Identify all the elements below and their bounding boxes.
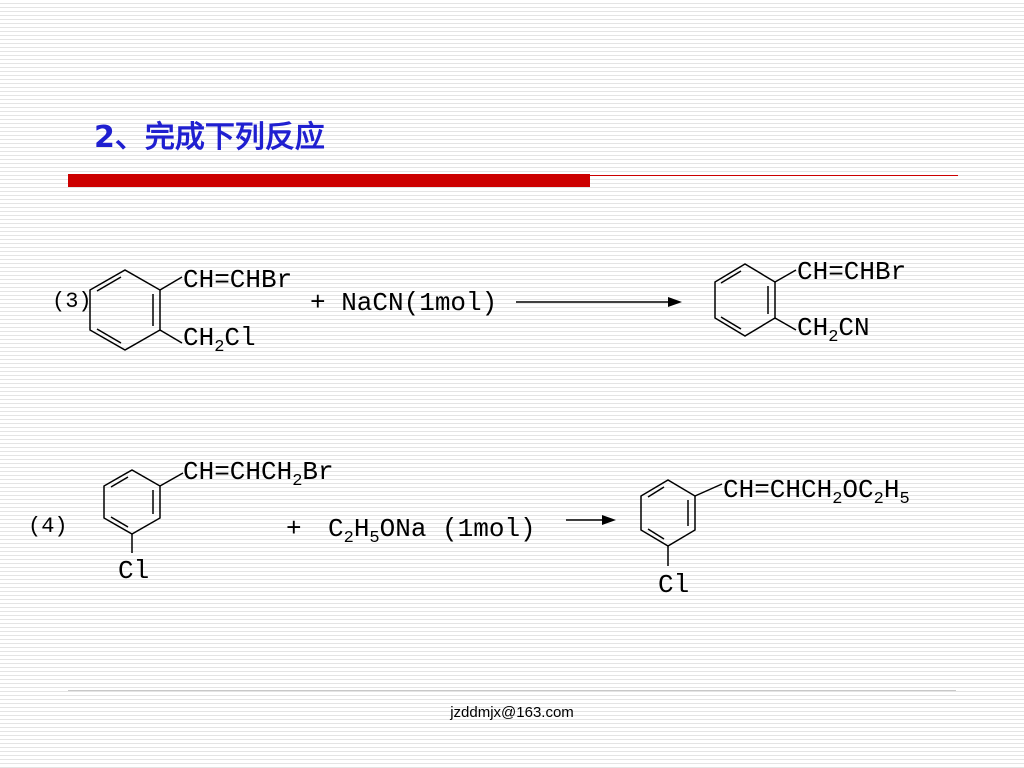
benzene-ring-reactant-3: [89, 269, 183, 351]
reactant-3-substituent-bottom: CH2Cl: [183, 323, 256, 357]
benzene-ring-product-4: [640, 479, 723, 566]
reaction-arrow-4: [566, 515, 616, 525]
reagent-4: C2H5ONa (1mol): [328, 514, 536, 548]
product-3-substituent-bottom: CH2CN: [797, 313, 870, 347]
reactant-4-substituent-bottom: Cl: [118, 556, 149, 586]
product-3-substituent-top: CH=CHBr: [797, 257, 906, 287]
reagent-3: + NaCN(1mol): [310, 288, 497, 318]
reaction-label-4: (4): [28, 514, 68, 539]
reactant-4-substituent-top: CH=CHCH2Br: [183, 457, 334, 491]
footer-email: jzddmjx@163.com: [450, 704, 574, 721]
product-4-substituent-top: CH=CHCH2OC2H5: [723, 475, 910, 509]
plus-sign-4: +: [286, 514, 302, 544]
reaction-arrow-3: [516, 297, 682, 307]
product-4-substituent-bottom: Cl: [658, 570, 689, 600]
slide-title: 2、完成下列反应: [94, 120, 325, 155]
benzene-ring-reactant-4: [103, 469, 184, 553]
title-accent-line: [590, 175, 958, 176]
reactant-3-substituent-top: CH=CHBr: [183, 265, 292, 295]
title-accent-bar: [68, 174, 590, 187]
benzene-ring-product-3: [714, 263, 797, 337]
footer-divider: [68, 690, 956, 691]
reaction-label-3: (3): [52, 289, 92, 314]
